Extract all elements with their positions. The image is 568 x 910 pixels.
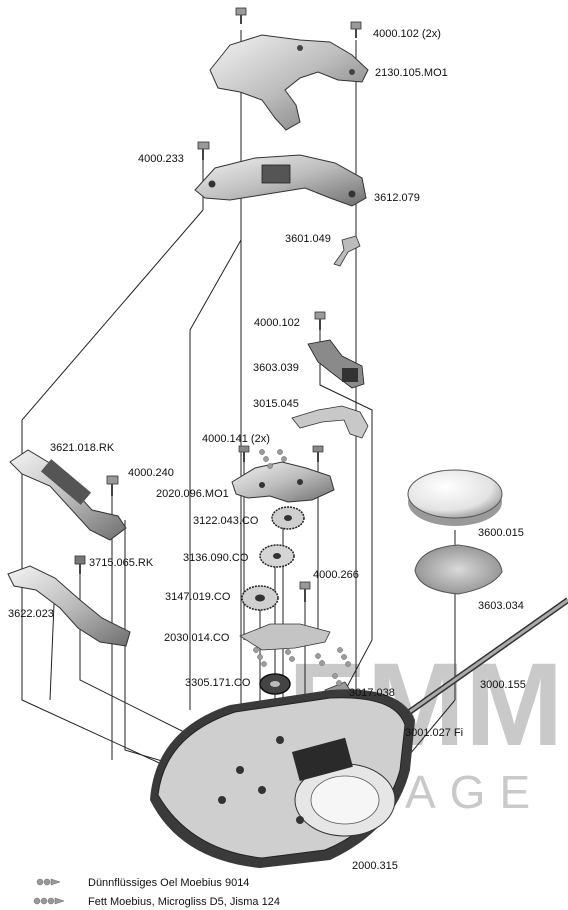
part-3603-039 (307, 339, 365, 389)
part-3621-018 (9, 449, 127, 541)
label-2000-315: 2000.315 (352, 860, 398, 872)
label-4000-240: 4000.240 (128, 467, 174, 479)
label-3603-034: 3603.034 (478, 600, 524, 612)
battery-3600-015 (407, 469, 503, 526)
screw-3715-065 (74, 555, 86, 574)
label-4000-102-2x: 4000.102 (2x) (373, 28, 441, 40)
gear-3136-090 (259, 544, 295, 568)
label-3601-049: 3601.049 (285, 233, 331, 245)
screws-4000-141 (238, 445, 324, 462)
label-3305-171: 3305.171.CO (185, 677, 251, 689)
part-labels: 4000.102 (2x) 2130.105.MO1 4000.233 3612… (8, 28, 526, 872)
label-4000-233: 4000.233 (138, 153, 184, 165)
screw-4000-240 (106, 475, 119, 496)
watermark-line2: AGE (405, 766, 544, 818)
lubrication-markers (253, 449, 351, 686)
guide-line (79, 560, 201, 741)
screw-4000-102 (314, 311, 326, 330)
label-4000-102: 4000.102 (254, 317, 300, 329)
label-3622-023: 3622.023 (8, 608, 54, 620)
label-3017-038: 3017.038 (349, 687, 395, 699)
bridge-2130-105 (209, 34, 369, 131)
label-2020-096: 2020.096.MO1 (156, 488, 229, 500)
label-2030-014: 2030.014.CO (164, 632, 230, 644)
screw-4000-266 (299, 581, 311, 602)
guide-line (319, 360, 373, 701)
label-3122-043: 3122.043.CO (193, 515, 259, 527)
label-3621-018: 3621.018.RK (50, 442, 115, 454)
screw-4000-102-pair (235, 7, 362, 38)
guide-line (21, 209, 241, 801)
label-3136-090: 3136.090.CO (183, 552, 249, 564)
label-3715-065: 3715.065.RK (89, 557, 154, 569)
insulator-3603-034 (414, 544, 503, 595)
label-3603-039: 3603.039 (253, 362, 299, 374)
guide-line (189, 239, 242, 710)
grease-drop-icon (33, 897, 65, 905)
wheel-2030-014 (239, 623, 331, 651)
main-plate-2000-315 (150, 689, 415, 868)
gear-3305-171 (259, 673, 291, 695)
lever-3015-045 (291, 405, 369, 439)
label-3001-027: 3001.027 Fi (405, 727, 463, 739)
label-4000-266: 4000.266 (313, 569, 359, 581)
label-3015-045: 3015.045 (253, 398, 299, 410)
gear-3147-019 (241, 585, 279, 611)
gear-3122-043 (271, 506, 305, 530)
bridge-3612-079 (194, 154, 367, 207)
spring-3601-049 (333, 235, 361, 267)
label-3000-155: 3000.155 (480, 679, 526, 691)
legend-grease-label: Fett Moebius, Microgliss D5, Jisma 124 (88, 896, 280, 908)
legend: Dünnflüssiges Oel Moebius 9014 Fett Moeb… (33, 877, 280, 908)
label-3600-015: 3600.015 (478, 527, 524, 539)
oil-drop-icon (36, 878, 61, 886)
legend-oil-label: Dünnflüssiges Oel Moebius 9014 (88, 877, 249, 889)
label-3147-019: 3147.019.CO (165, 591, 231, 603)
label-2130-105: 2130.105.MO1 (375, 67, 448, 79)
label-4000-141-2x: 4000.141 (2x) (202, 433, 270, 445)
screw-4000-233 (197, 141, 210, 160)
part-3622-023 (7, 565, 131, 647)
plate-2020-096 (231, 461, 335, 503)
label-3612-079: 3612.079 (374, 192, 420, 204)
